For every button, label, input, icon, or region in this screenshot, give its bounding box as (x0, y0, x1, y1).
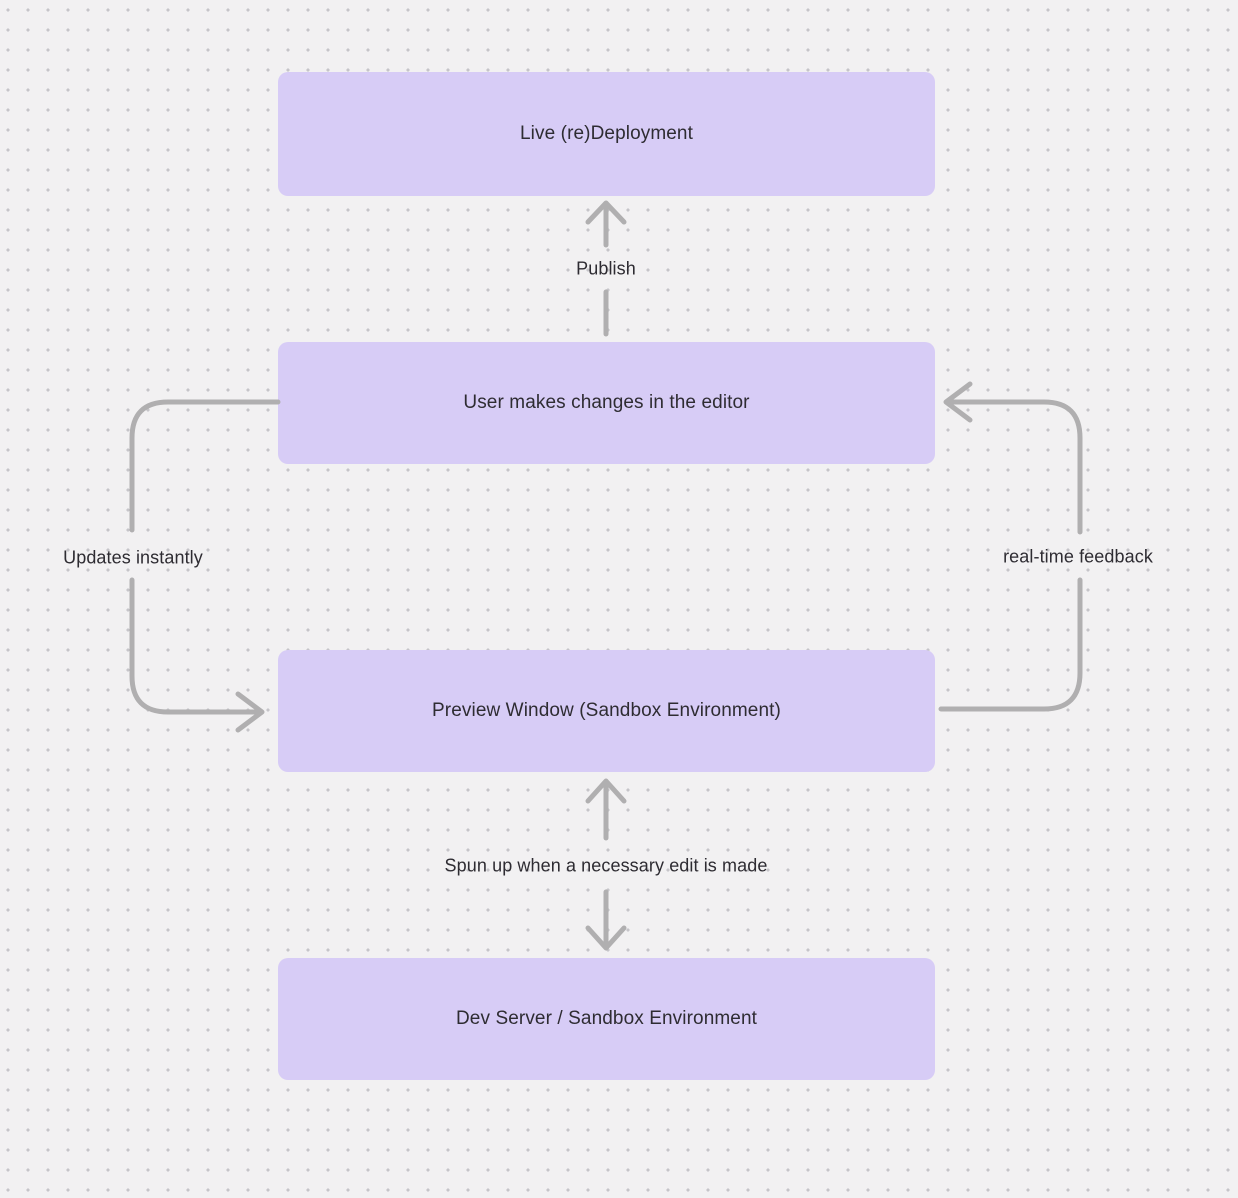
arrow-updates-lower-segment (129, 577, 259, 715)
arrow-spun-up[interactable] (585, 778, 627, 951)
edge-label-spun-up[interactable]: Spun up when a necessary edit is made (444, 855, 768, 876)
node-editor-changes-label: User makes changes in the editor (463, 392, 750, 413)
node-editor-changes[interactable]: User makes changes in the editor (278, 342, 935, 464)
arrow-updates-upper-segment (129, 399, 281, 533)
arrow-updates-head-icon (235, 691, 265, 733)
arrow-updates-instantly[interactable] (129, 399, 281, 733)
arrow-feedback-upper-segment (947, 399, 1083, 535)
arrow-real-time-feedback[interactable] (938, 381, 1083, 712)
node-live-deployment[interactable]: Live (re)Deployment (278, 72, 935, 196)
arrow-spunup-up-head-icon (585, 778, 627, 804)
arrow-publish-head-icon (585, 200, 627, 225)
edge-label-publish[interactable]: Publish (576, 258, 636, 279)
node-live-deployment-label: Live (re)Deployment (520, 123, 693, 144)
node-preview-window-label: Preview Window (Sandbox Environment) (432, 700, 781, 721)
edge-label-updates-instantly[interactable]: Updates instantly (63, 547, 203, 568)
arrow-feedback-lower-segment (938, 577, 1083, 712)
arrow-publish[interactable] (585, 200, 627, 337)
node-dev-server[interactable]: Dev Server / Sandbox Environment (278, 958, 935, 1080)
arrow-spunup-down-head-icon (585, 925, 627, 951)
edge-label-real-time-feedback[interactable]: real-time feedback (1003, 546, 1153, 567)
node-dev-server-label: Dev Server / Sandbox Environment (455, 1008, 757, 1029)
arrow-feedback-head-icon (943, 381, 973, 423)
node-preview-window[interactable]: Preview Window (Sandbox Environment) (278, 650, 935, 772)
